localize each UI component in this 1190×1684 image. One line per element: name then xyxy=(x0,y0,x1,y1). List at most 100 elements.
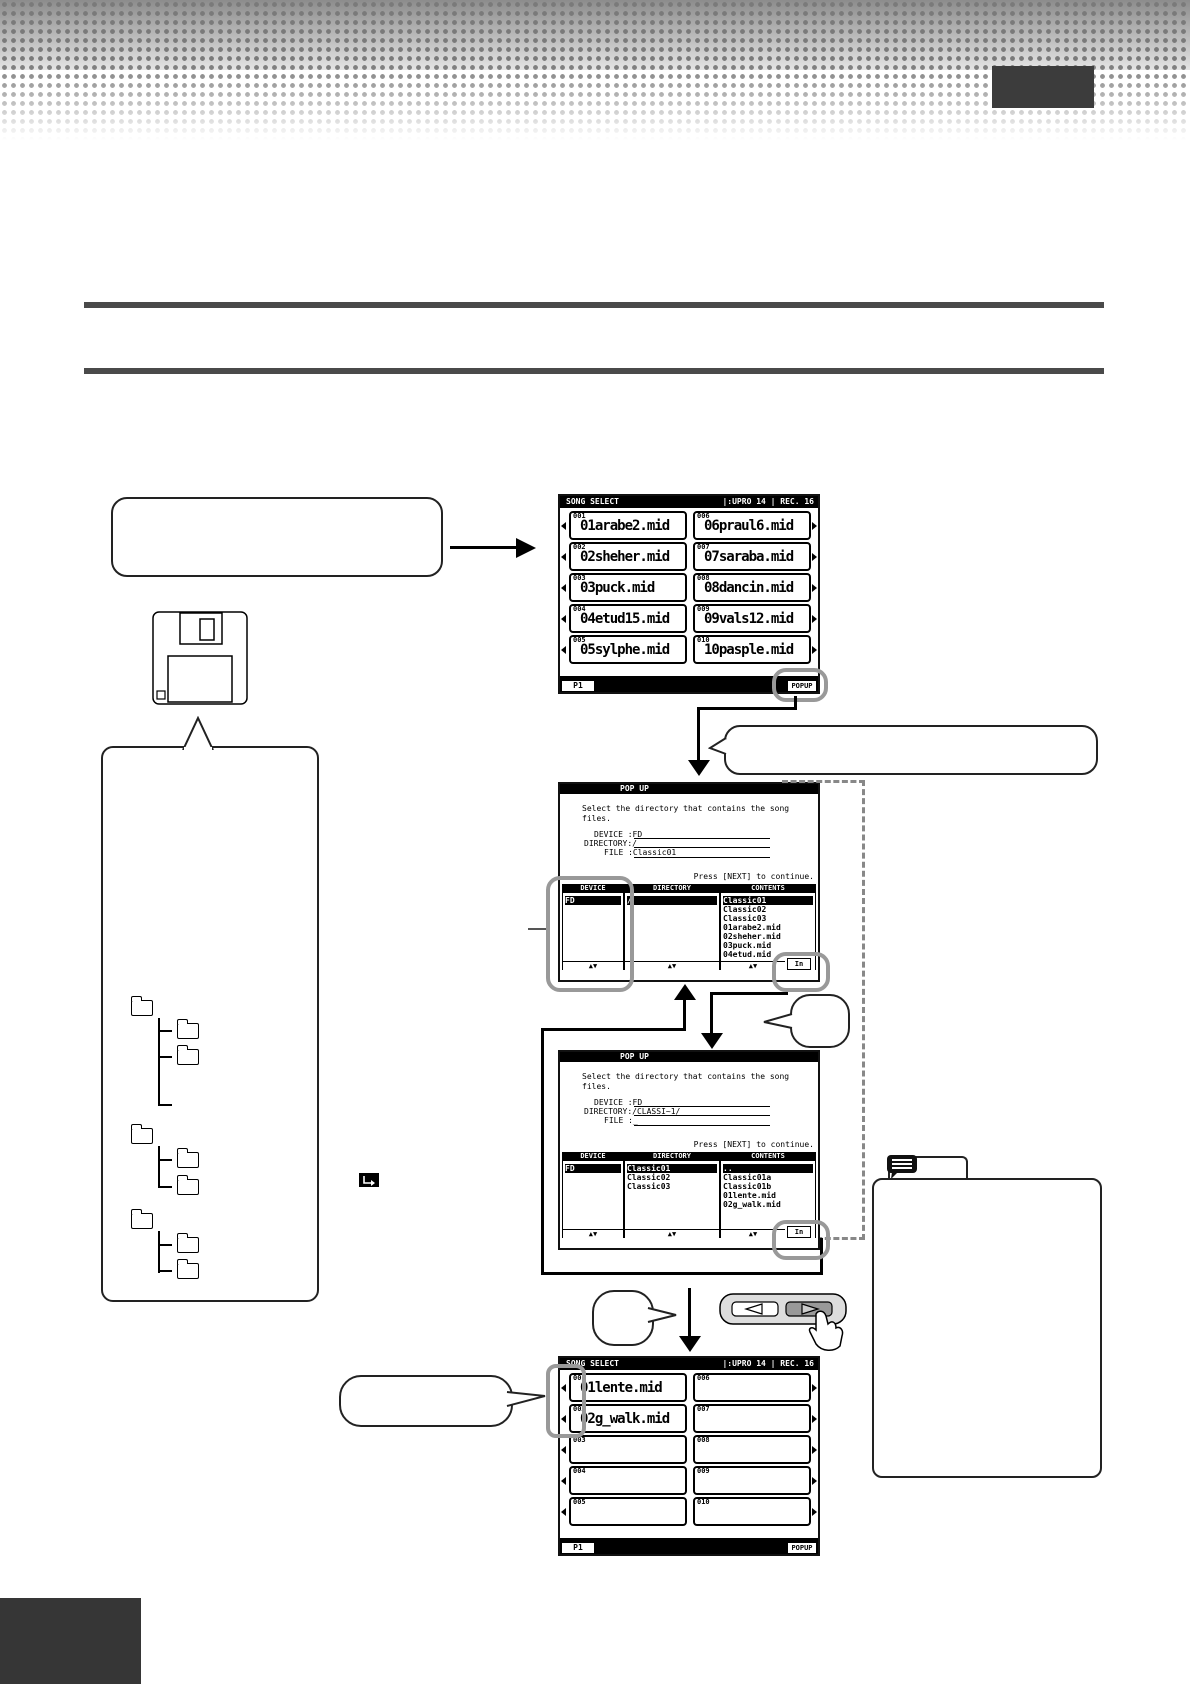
device-column-header: DEVICE xyxy=(563,884,623,893)
contents-item[interactable]: 01arabe2.mid xyxy=(723,923,781,932)
directory-item[interactable]: Classic02 xyxy=(627,1173,671,1182)
callout-tail xyxy=(505,1391,546,1407)
contents-item[interactable]: 03puck.mid xyxy=(723,941,772,950)
contents-item[interactable]: Classic01a xyxy=(723,1173,772,1182)
right-arrow-icon[interactable] xyxy=(812,584,817,592)
connector-line xyxy=(541,1028,686,1031)
left-arrow-icon[interactable] xyxy=(561,1415,566,1423)
device-column-header: DEVICE xyxy=(563,1152,623,1161)
contents-item[interactable]: 02g_walk.mid xyxy=(723,1200,781,1209)
contents-item[interactable]: Classic01b xyxy=(723,1182,772,1191)
scroll-arrows[interactable]: ▲▼ xyxy=(625,1229,719,1238)
page-tab-p1[interactable]: P1 xyxy=(562,1543,594,1553)
device-item[interactable]: FD xyxy=(565,1164,621,1173)
page-tab-p1[interactable]: P1 xyxy=(562,681,594,691)
contents-item[interactable]: 01lente.mid xyxy=(723,1191,776,1200)
left-arrow-icon[interactable] xyxy=(561,646,566,654)
song-button[interactable]: 008 xyxy=(693,1435,811,1464)
arrow-to-screen-line xyxy=(450,546,522,549)
in-highlight-oval xyxy=(772,952,830,992)
insert-disk-callout xyxy=(111,497,443,577)
right-arrow-icon[interactable] xyxy=(812,522,817,530)
right-arrow-icon[interactable] xyxy=(812,1415,817,1423)
song-button[interactable]: 003 xyxy=(569,1435,687,1464)
directory-item[interactable]: Classic01 xyxy=(627,1164,717,1173)
right-arrow-icon[interactable] xyxy=(812,646,817,654)
scroll-arrows[interactable]: ▲▼ xyxy=(721,1229,785,1238)
contents-item[interactable]: Classic01 xyxy=(723,896,813,905)
popup-tab[interactable]: POPUP xyxy=(788,681,816,691)
contents-item[interactable]: 02sheher.mid xyxy=(723,932,781,941)
tree-branch xyxy=(158,1244,172,1246)
right-arrow-icon[interactable] xyxy=(812,1446,817,1454)
directory-item[interactable]: / xyxy=(627,896,717,905)
right-arrow-icon[interactable] xyxy=(812,1508,817,1516)
popup-screen-2: POP UP Select the directory that contain… xyxy=(558,1050,820,1250)
right-arrow-icon[interactable] xyxy=(812,615,817,623)
directory-line: DIRECTORY:/ xyxy=(584,839,637,848)
underline xyxy=(634,1125,770,1126)
song-button[interactable]: 004 xyxy=(569,1466,687,1495)
contents-item[interactable]: 04etud.mid xyxy=(723,950,772,959)
folder-icon xyxy=(176,1175,199,1195)
directory-column: DIRECTORY Classic01 Classic02 Classic03 … xyxy=(624,1152,720,1238)
contents-item[interactable]: .. xyxy=(723,1164,813,1173)
left-arrow-icon[interactable] xyxy=(561,584,566,592)
left-arrow-icon[interactable] xyxy=(561,522,566,530)
device-item[interactable]: FD xyxy=(565,896,621,905)
left-arrow-icon[interactable] xyxy=(561,1446,566,1454)
scroll-arrows[interactable]: ▲▼ xyxy=(563,1229,623,1238)
song-button[interactable]: 010 xyxy=(693,1497,811,1526)
callout-tail xyxy=(708,737,728,755)
song-button[interactable]: 009 xyxy=(693,1466,811,1495)
songs-callout xyxy=(339,1375,513,1427)
song-name: 05sylphe.mid xyxy=(580,642,670,658)
left-arrow-icon[interactable] xyxy=(561,1508,566,1516)
contents-column: CONTENTS Classic01 Classic02 Classic03 0… xyxy=(720,884,816,970)
section-rule-bottom xyxy=(84,368,1104,374)
song-number: 004 xyxy=(573,605,586,613)
right-arrow-icon[interactable] xyxy=(812,1477,817,1485)
song-button[interactable]: 006 xyxy=(693,1373,811,1402)
song-name: 09vals12.mid xyxy=(704,611,794,627)
scroll-arrows[interactable]: ▲▼ xyxy=(625,961,719,970)
left-arrow-icon[interactable] xyxy=(561,553,566,561)
scroll-arrows[interactable]: ▲▼ xyxy=(721,961,785,970)
popup-tab[interactable]: POPUP xyxy=(788,1543,816,1553)
contents-item[interactable]: Classic02 xyxy=(723,905,767,914)
popup-instruction-line2: files. xyxy=(582,814,611,823)
song-number: 006 xyxy=(697,512,710,520)
contents-item[interactable]: Classic03 xyxy=(723,914,767,923)
left-arrow-icon[interactable] xyxy=(561,1477,566,1485)
song-button[interactable]: 005 xyxy=(569,1497,687,1526)
underline xyxy=(634,838,770,839)
tree-branch xyxy=(158,1159,172,1161)
left-arrow-icon[interactable] xyxy=(561,1384,566,1392)
in-button[interactable]: In xyxy=(787,958,811,970)
right-arrow-icon[interactable] xyxy=(812,553,817,561)
scroll-arrows[interactable]: ▲▼ xyxy=(563,961,623,970)
song-button[interactable]: 007 xyxy=(693,1404,811,1433)
directory-column: DIRECTORY / ▲▼ xyxy=(624,884,720,970)
song-name: 03puck.mid xyxy=(580,580,655,596)
left-arrow-icon[interactable] xyxy=(561,615,566,623)
in-button[interactable]: In xyxy=(787,1226,811,1238)
popup-body: POP UP Select the directory that contain… xyxy=(560,1052,818,1248)
directory-column-header: DIRECTORY xyxy=(625,1152,719,1161)
directory-item[interactable]: Classic03 xyxy=(627,1182,671,1191)
right-arrow-icon[interactable] xyxy=(812,1384,817,1392)
song-name: 02sheher.mid xyxy=(580,549,670,565)
next-step-callout xyxy=(592,1290,654,1346)
